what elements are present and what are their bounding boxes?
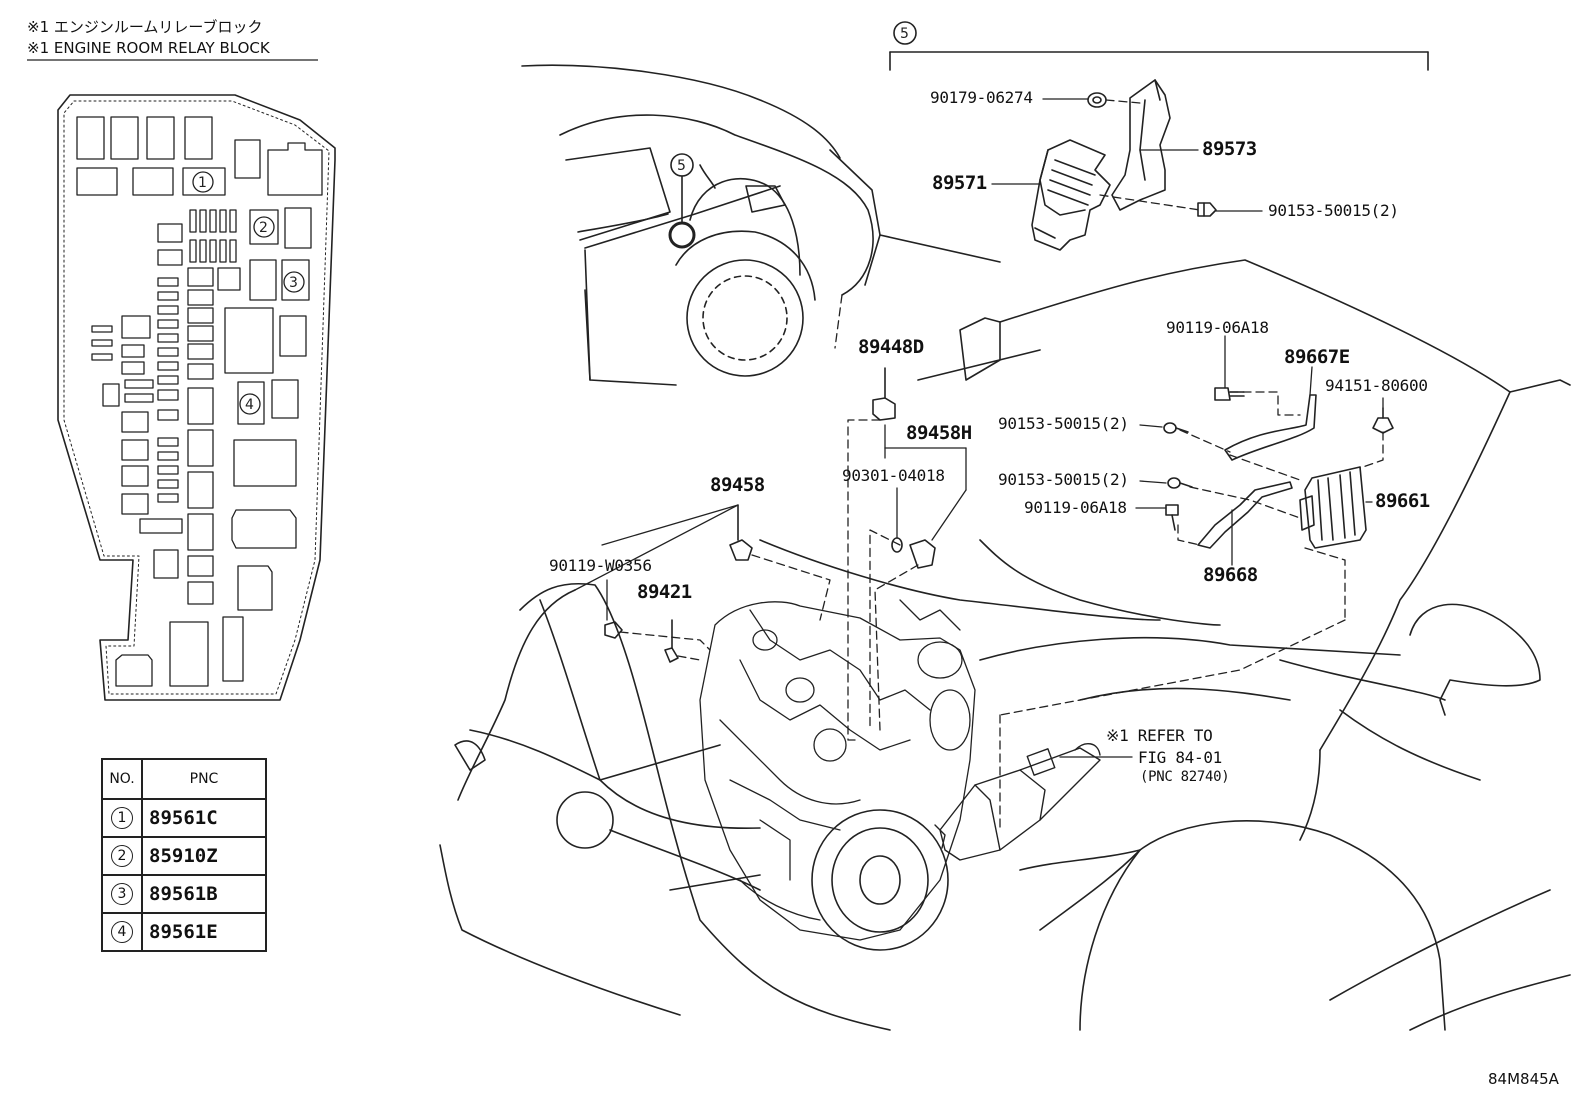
callout-5-bracket [889, 21, 1429, 71]
pnc-table: NO. PNC 1 89561C 2 85910Z 3 89561B 4 895… [101, 758, 267, 952]
part-label-89458[interactable]: 89458 [710, 474, 765, 496]
part-label-90301-04018[interactable]: 90301-04018 [842, 466, 945, 485]
nut-94151-80600 [1372, 407, 1394, 434]
refer-note-line2[interactable]: FIG 84-01 [1138, 748, 1222, 767]
pnc-row-value: 89561B [141, 874, 267, 914]
part-label-89421[interactable]: 89421 [637, 581, 692, 603]
dashed-assembly-lines [619, 99, 1384, 831]
figure-code: 84M845A [1488, 1070, 1559, 1088]
part-label-90119-06A18-top[interactable]: 90119-06A18 [1166, 318, 1269, 337]
table-row: 2 85910Z [101, 836, 267, 876]
part-label-89661[interactable]: 89661 [1375, 490, 1430, 512]
ecu-89571 [1031, 139, 1111, 251]
part-label-90119-W0356[interactable]: 90119-W0356 [549, 556, 652, 575]
part-label-90153-50015-low[interactable]: 90153-50015(2) [998, 470, 1129, 489]
relay-block-outline [57, 94, 336, 701]
table-row: 4 89561E [101, 912, 267, 952]
refer-note-line3: (PNC 82740) [1140, 769, 1230, 785]
pnc-row-value: 89561E [141, 912, 267, 952]
part-label-94151-80600[interactable]: 94151-80600 [1325, 376, 1428, 395]
relay-block-cells [76, 116, 323, 687]
part-label-89668[interactable]: 89668 [1203, 564, 1258, 586]
bolt-90153-50015-top [1197, 202, 1217, 217]
leader-lines [574, 98, 1384, 758]
car-front-view [439, 259, 1571, 1031]
part-label-89458H[interactable]: 89458H [906, 422, 972, 444]
pnc-row-no: 4 [111, 921, 133, 943]
bolt-90119-06A18-low [1165, 504, 1179, 531]
pnc-row-no: 3 [111, 883, 133, 905]
bolt-90119-W0356 [604, 621, 623, 639]
table-row: 3 89561B [101, 874, 267, 914]
ecu-89661 [1299, 466, 1367, 549]
pnc-row-no: 1 [111, 807, 133, 829]
part-label-89573[interactable]: 89573 [1202, 138, 1257, 160]
bolt-90153-50015-low [1167, 477, 1193, 489]
bracket-89668 [1197, 481, 1293, 549]
callout-5-top-number: 5 [900, 26, 909, 42]
pnc-table-header-no: NO. [101, 758, 143, 800]
part-label-89571[interactable]: 89571 [932, 172, 987, 194]
bracket-89573 [1111, 79, 1171, 211]
relay-marker-2: 2 [259, 220, 268, 236]
bracket-89667E [1224, 394, 1317, 461]
part-label-89667E[interactable]: 89667E [1284, 346, 1350, 368]
pnc-row-no: 2 [111, 845, 133, 867]
sensor-89458 [729, 504, 753, 561]
relay-marker-3: 3 [289, 275, 298, 291]
engine-block [699, 599, 976, 941]
part-label-90153-50015-mid[interactable]: 90153-50015(2) [998, 414, 1129, 433]
sensor-89448D [872, 367, 896, 421]
refer-note-line1: ※1 REFER TO [1106, 726, 1213, 745]
callout-5-circle-car [668, 153, 696, 249]
nut-90179-06274 [1087, 92, 1107, 108]
junction-box [934, 743, 1101, 861]
part-label-90119-06A18-low[interactable]: 90119-06A18 [1024, 498, 1127, 517]
sensor-89421 [664, 619, 679, 663]
part-label-89448D[interactable]: 89448D [858, 336, 924, 358]
part-label-90153-50015-top[interactable]: 90153-50015(2) [1268, 201, 1399, 220]
pnc-row-value: 85910Z [141, 836, 267, 876]
relay-block-note-en: ※1 ENGINE ROOM RELAY BLOCK [27, 39, 270, 57]
car-rear-view [521, 64, 1001, 386]
bolt-90153-50015-mid [1163, 422, 1189, 434]
relay-marker-4: 4 [245, 397, 254, 413]
pnc-row-value: 89561C [141, 798, 267, 838]
sensor-89458H [909, 539, 936, 569]
part-label-90179-06274[interactable]: 90179-06274 [930, 88, 1033, 107]
relay-marker-1: 1 [198, 175, 207, 191]
relay-block-note-jp: ※1 エンジンルームリレーブロック [27, 18, 263, 36]
table-row: 1 89561C [101, 798, 267, 838]
bolt-90119-06A18-top [1214, 387, 1245, 401]
callout-5-car-number: 5 [677, 158, 686, 174]
pnc-table-header-pnc: PNC [141, 758, 267, 800]
